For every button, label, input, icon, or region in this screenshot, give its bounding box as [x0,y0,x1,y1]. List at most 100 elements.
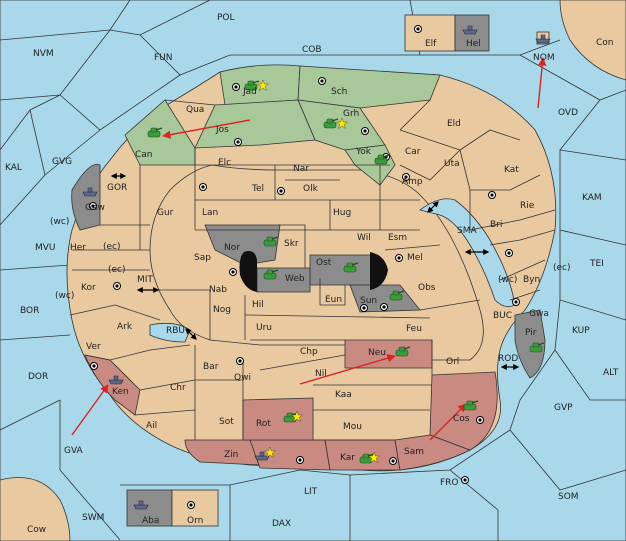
label-chp: Chp [300,347,318,357]
label-mit: MIT [137,275,153,285]
label-gor: GOR [107,183,127,193]
label-can: Can [135,150,153,160]
province-cow[interactable] [0,477,71,541]
label-ec1: (ec) [103,242,121,252]
label-orn: Orn [187,516,203,526]
label-jad: Jad [242,87,257,97]
label-neu: Neu [368,348,386,358]
label-nar: Nar [293,164,309,174]
province-ost-east-tip [370,252,388,290]
label-skr: Skr [284,239,299,249]
label-rod: ROD [498,354,518,364]
label-swm: SWM [82,513,104,523]
province-sch[interactable] [297,65,441,109]
label-nog: Nog [213,305,231,315]
province-elf[interactable] [404,14,456,52]
label-nor: Nor [224,243,240,253]
label-pol: POL [217,13,235,23]
label-sun: Sun [360,296,377,306]
label-obs: Obs [418,283,436,293]
label-kat: Kat [504,165,519,175]
label-chr: Chr [170,383,186,393]
label-gaw: Gaw [85,203,105,213]
label-kup: KUP [572,326,590,336]
province-kar[interactable] [324,439,401,471]
label-car: Car [405,147,421,157]
province-orn[interactable] [171,489,219,527]
land-borders [69,99,556,441]
label-elc: Elc [218,158,231,168]
label-bar: Bar [203,362,219,372]
label-tei: TEI [589,259,604,269]
label-cow: Cow [27,525,46,535]
label-wc1: (wc) [50,217,69,227]
province-con[interactable] [559,0,626,81]
label-mou: Mou [343,422,362,432]
label-som: SOM [558,492,579,502]
label-nvm: NVM [33,49,54,59]
label-sma: SMA [457,226,477,236]
label-amp: Amp [402,177,423,187]
label-kal: KAL [5,163,22,173]
label-jos: Jos [215,125,229,135]
label-olk: Olk [303,184,319,194]
label-yok: Yok [355,147,372,157]
passage-arrows [110,173,520,370]
label-aba: Aba [142,516,159,526]
province-neu[interactable] [344,339,433,369]
label-dor: DOR [28,372,48,382]
label-orl: Orl [446,357,459,367]
sea-rbu-water [149,322,191,343]
label-lit: LIT [304,487,318,497]
label-grh: Grh [343,109,359,119]
label-gwa: Gwa [529,309,549,319]
label-ver: Ver [86,342,101,352]
label-uta: Uta [444,159,460,169]
label-zin: Zin [224,450,238,460]
label-gur: Gur [157,208,174,218]
label-qua: Qua [186,105,204,115]
province-rot[interactable] [242,397,314,441]
label-wc2: (wc) [55,291,74,301]
label-pir: Pir [525,328,537,338]
label-elf: Elf [425,39,437,49]
label-ken: Ken [112,387,129,397]
province-zin[interactable] [184,439,261,466]
label-rbu: RBU [166,326,185,336]
label-esm: Esm [388,233,407,243]
label-lan: Lan [202,208,218,218]
label-feu: Feu [406,324,422,334]
label-wc3: (wc) [498,275,517,285]
province-jos[interactable] [194,99,316,149]
label-alt: ALT [603,368,619,378]
label-eld: Eld [447,119,461,129]
province-nor[interactable] [204,224,281,266]
label-web: Web [285,274,305,284]
label-her: Her [70,243,86,253]
label-hug: Hug [333,208,351,218]
label-rot: Rot [256,419,271,429]
label-gvp: GVP [554,403,573,413]
label-nab: Nab [209,285,227,295]
label-rie: Rie [520,201,535,211]
label-sot: Sot [219,417,234,427]
province-pir[interactable] [514,309,546,379]
supply-centers [89,25,520,509]
label-ovd: OVD [558,108,578,118]
label-mvu: MVU [35,243,56,253]
label-gva: GVA [64,446,84,456]
label-hil: Hil [252,300,264,310]
label-wil: Wil [357,233,371,243]
label-gvg: GVG [52,157,72,167]
label-kar: Kar [340,453,355,463]
label-fun: FUN [154,53,173,63]
province-web-west-tip [239,251,257,292]
label-con: Con [596,38,614,48]
label-tel: Tel [251,184,264,194]
label-qwi: Qwi [234,373,251,383]
province-aba[interactable] [126,489,173,527]
label-bor: BOR [20,306,39,316]
label-sch: Sch [331,87,347,97]
label-uru: Uru [256,323,272,333]
label-ark: Ark [117,322,133,332]
